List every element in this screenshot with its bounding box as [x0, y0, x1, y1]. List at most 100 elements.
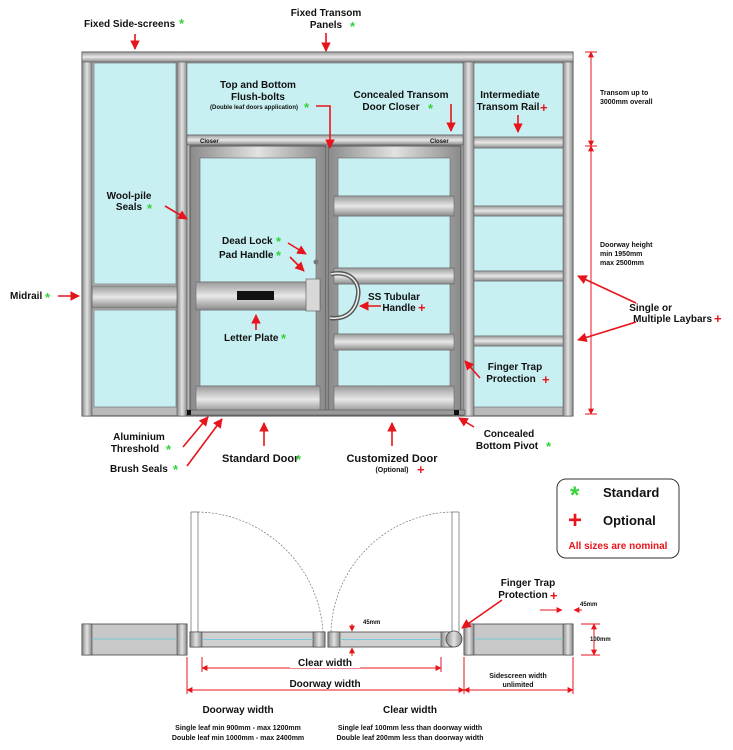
svg-text:+: + — [542, 372, 550, 387]
label-letter-plate: Letter Plate — [224, 333, 279, 344]
laybar-2 — [473, 270, 564, 282]
svg-text:*: * — [281, 331, 287, 346]
label-pad-handle: Pad Handle — [219, 250, 274, 261]
svg-text:*: * — [147, 201, 153, 216]
right-sidescreen-glass-3 — [473, 215, 564, 272]
label-laybars-2: Multiple Laybars — [633, 314, 712, 325]
svg-text:*: * — [350, 19, 356, 34]
label-optional-paren: (Optional) — [375, 467, 408, 474]
label-clear-width-b: Clear width — [383, 705, 437, 716]
label-standard-door: Standard Door — [222, 453, 299, 465]
standard-door-leaf — [189, 145, 327, 414]
label-plan-finger-1: Finger Trap — [501, 578, 555, 589]
label-sidescreen-w-1: Sidescreen width — [489, 673, 547, 680]
label-concealed-pivot-1: Concealed — [484, 429, 535, 440]
plan-view: Finger Trap Protection + 45mm 45mm 100mm… — [81, 511, 611, 742]
letter-plate-slot — [237, 291, 274, 300]
label-fixed-transom-2: Panels — [310, 20, 343, 31]
label-fixed-sidescreens: Fixed Side-screens — [84, 19, 176, 30]
label-doorway-h-3: max 2500mm — [600, 260, 644, 267]
label-ss-tubular-2: Handle — [382, 303, 416, 314]
right-sidescreen-glass-2 — [473, 147, 564, 207]
label-double-leaf: Double leaf min 1000mm - max 2400mm — [172, 735, 304, 742]
left-sidescreen-upper-glass — [93, 62, 177, 285]
label-aluminium-1: Aluminium — [113, 432, 165, 443]
svg-text:+: + — [417, 462, 425, 477]
pad-handle — [305, 278, 321, 312]
svg-text:+: + — [714, 311, 722, 326]
label-transom-up-2: 3000mm overall — [600, 99, 653, 106]
closer-left-label: Closer — [200, 139, 219, 145]
right-sidescreen-glass-5 — [473, 345, 564, 408]
label-dead-lock: Dead Lock — [222, 236, 273, 247]
laybar-3 — [473, 335, 564, 347]
elevation: Closer Closer — [81, 51, 597, 417]
svg-text:*: * — [546, 439, 552, 454]
label-transom-up-1: Transom up to — [600, 90, 648, 97]
label-finger-trap-2: Protection — [486, 374, 535, 385]
intermediate-transom-rail — [473, 136, 564, 149]
label-aluminium-2: Threshold — [111, 444, 159, 455]
label-concealed-closer-2: Door Closer — [362, 102, 419, 113]
label-woolpile-1: Wool-pile — [107, 191, 152, 202]
svg-text:*: * — [428, 101, 434, 116]
legend-nominal: All sizes are nominal — [569, 541, 668, 552]
label-laybars-1: Single or — [629, 303, 672, 314]
plan-finger-trap — [445, 630, 463, 648]
left-jamb — [81, 51, 93, 417]
left-midrail — [91, 285, 179, 309]
svg-text:*: * — [166, 442, 172, 457]
label-concealed-pivot-2: Bottom Pivot — [476, 441, 539, 452]
left-sidescreen-lower-glass — [93, 309, 177, 408]
label-double-leaf-cw: Double leaf 200mm less than doorway widt… — [336, 735, 483, 742]
label-doorway-h-1: Doorway height — [600, 242, 653, 249]
label-intermediate-1: Intermediate — [480, 90, 540, 101]
label-brush-seals: Brush Seals — [110, 464, 168, 475]
legend: * Standard + Optional All sizes are nomi… — [556, 478, 680, 559]
label-dim-45mm: 45mm — [363, 620, 380, 626]
legend-standard-label: Standard — [603, 485, 659, 500]
legend-standard-icon: * — [570, 482, 580, 509]
label-clear-width: Clear width — [298, 658, 352, 669]
label-plan-finger-2: Protection — [498, 590, 547, 601]
right-swing-arc — [330, 511, 453, 633]
svg-text:+: + — [550, 588, 558, 603]
dead-lock — [313, 259, 319, 265]
right-sidescreen-glass-4 — [473, 280, 564, 337]
label-single-leaf-cw: Single leaf 100mm less than doorway widt… — [338, 725, 482, 732]
label-doorway-h-2: min 1950mm — [600, 251, 642, 258]
laybar-1 — [473, 205, 564, 217]
label-single-leaf: Single leaf min 900mm - max 1200mm — [175, 725, 301, 732]
bottom-pivot — [454, 410, 459, 415]
label-sidescreen-w-2: unlimited — [502, 682, 533, 689]
label-top-bottom-2: Flush-bolts — [231, 92, 285, 103]
label-ss-tubular-1: SS Tubular — [368, 292, 420, 303]
svg-text:*: * — [276, 234, 282, 249]
label-finger-trap-1: Finger Trap — [488, 362, 542, 373]
label-dim-100mm: 100mm — [590, 637, 611, 643]
elevation-labels: Fixed Side-screens * Fixed Transom Panel… — [10, 8, 722, 477]
legend-optional-icon: + — [568, 507, 582, 534]
label-fixed-transom-1: Fixed Transom — [291, 8, 362, 19]
label-intermediate-2: Transom Rail — [477, 102, 540, 113]
svg-text:+: + — [540, 100, 548, 115]
label-customized-door: Customized Door — [346, 453, 438, 465]
svg-text:*: * — [296, 452, 302, 467]
svg-text:*: * — [276, 248, 282, 263]
label-doorway-width: Doorway width — [289, 679, 360, 690]
legend-box — [556, 478, 680, 559]
label-top-bottom-1: Top and Bottom — [220, 80, 296, 91]
label-dim-45mm-b: 45mm — [580, 602, 597, 608]
aluminium-threshold — [185, 409, 466, 416]
left-mullion — [176, 51, 188, 417]
legend-optional-label: Optional — [603, 513, 656, 528]
label-doorway-width-b: Doorway width — [202, 705, 273, 716]
label-midrail: Midrail — [10, 291, 42, 302]
standard-mark: * — [179, 16, 185, 31]
transom-glass — [186, 62, 464, 136]
label-woolpile-2: Seals — [116, 202, 143, 213]
label-top-bottom-3: (Double leaf doors application) — [210, 105, 298, 111]
svg-text:*: * — [45, 290, 51, 305]
customized-door-leaf — [327, 145, 462, 414]
